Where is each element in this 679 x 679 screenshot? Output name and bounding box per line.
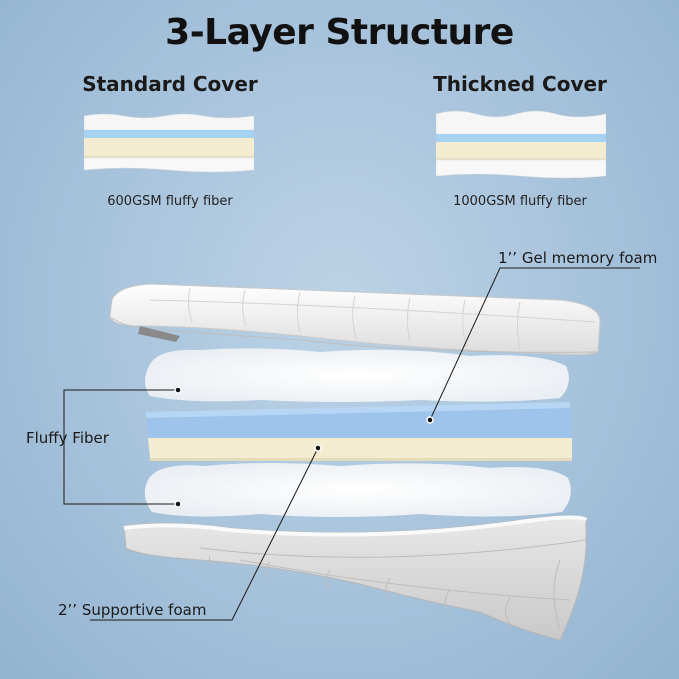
thickened-cover-swatch	[436, 110, 606, 179]
gel-foam-marker	[426, 416, 434, 424]
upper-fiber-marker	[174, 386, 182, 394]
gel-foam-annotation: 1’’ Gel memory foam	[498, 249, 658, 267]
bottom-cover-layer	[123, 515, 588, 641]
lower-fiber-layer	[144, 463, 571, 517]
thickened-cover-label: Thickned Cover	[433, 72, 607, 96]
support-foam-marker	[314, 444, 322, 452]
lower-fiber-marker	[174, 500, 182, 508]
standard-cover-label: Standard Cover	[82, 72, 258, 96]
gel-foam-layer	[146, 402, 572, 438]
fiber-bracket	[63, 389, 178, 505]
thickened-cover-description: 1000GSM fluffy fiber	[453, 194, 587, 209]
standard-cover-swatch	[84, 113, 254, 173]
support-foam-leader	[90, 447, 319, 621]
supportive-foam-annotation: 2’’ Supportive foam	[58, 601, 207, 619]
fluffy-fiber-annotation: Fluffy Fiber	[26, 429, 109, 447]
page-title: 3-Layer Structure	[165, 12, 514, 53]
standard-cover-description: 600GSM fluffy fiber	[107, 194, 233, 209]
support-foam-layer	[148, 438, 572, 458]
gel-foam-leader	[429, 267, 640, 421]
upper-fiber-layer	[145, 348, 569, 402]
top-cover-layer	[109, 283, 601, 356]
